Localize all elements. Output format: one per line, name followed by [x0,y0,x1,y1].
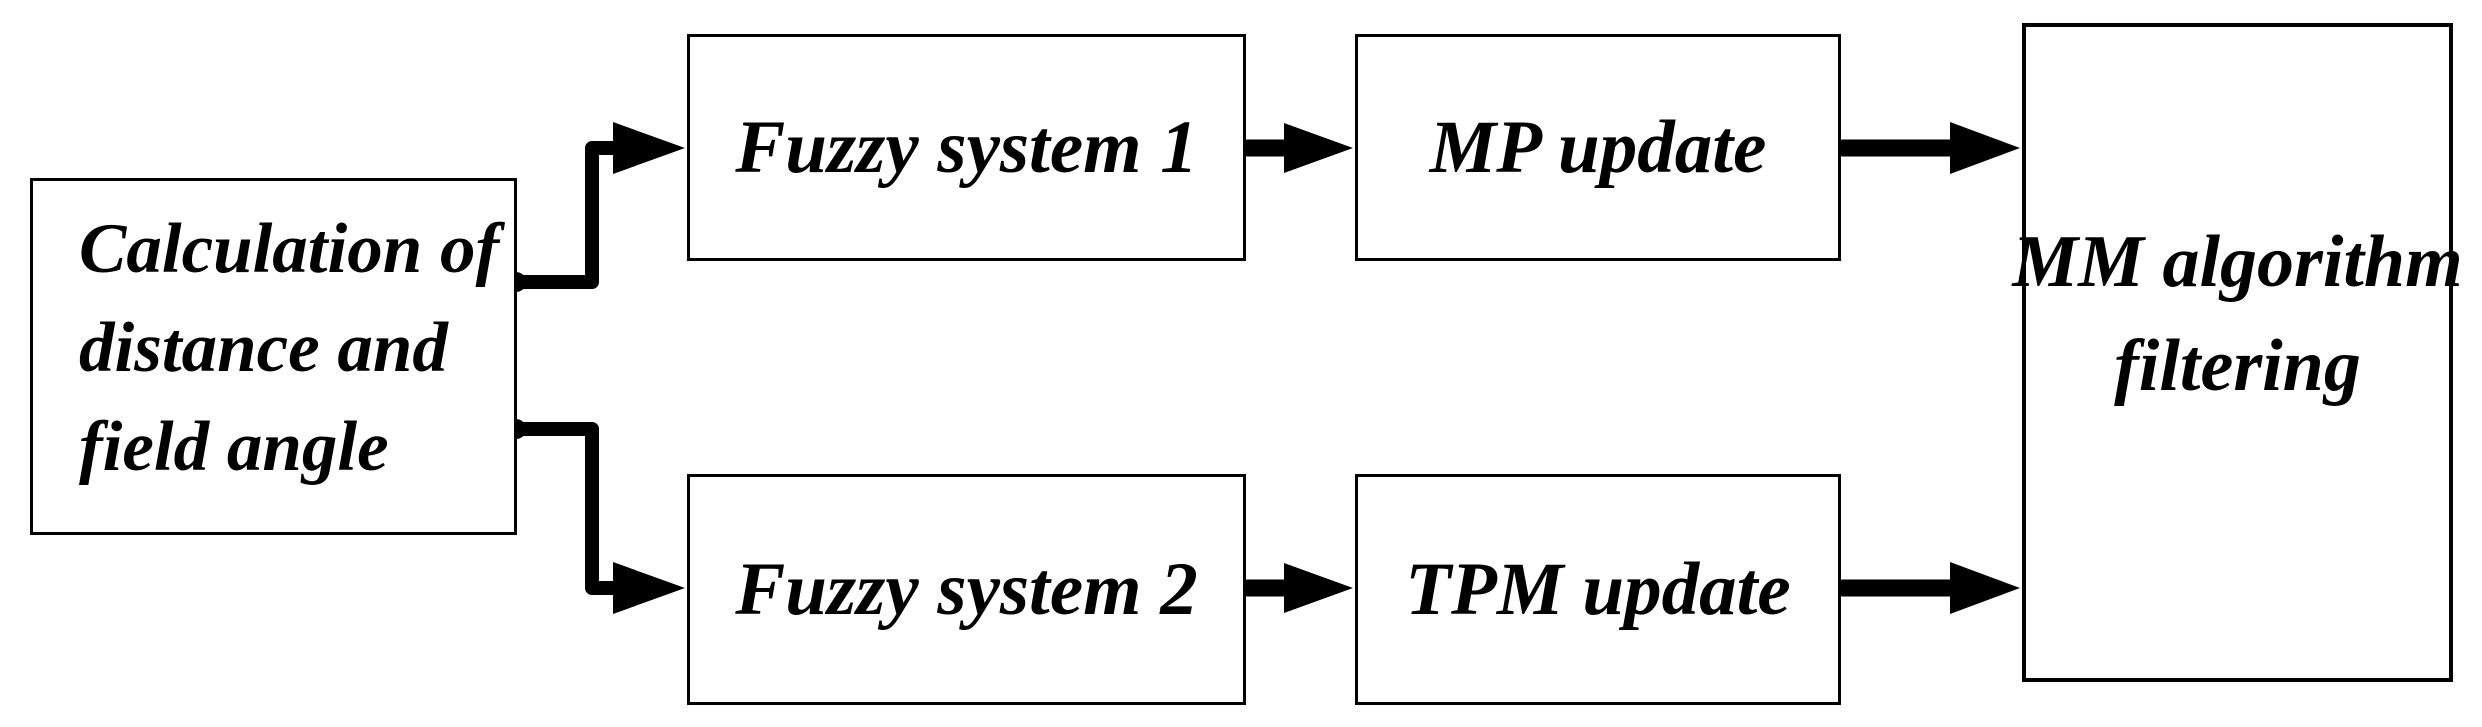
node-fuzzy-system-2: Fuzzy system 2 [687,474,1246,705]
node-label-line: MM algorithm [2012,220,2463,303]
arrow-mp-to-mm [1834,122,2020,174]
node-label: MP update [1429,105,1767,189]
arrowhead-icon [1950,562,2020,614]
arrow-calc-to-fuzzy2 [506,419,685,614]
node-label-line: Calculation of [79,210,500,288]
arrowhead-icon [1284,123,1353,173]
arrowhead-icon [613,562,685,614]
arrow-fuzzy1-to-mp [1239,123,1353,173]
arrowhead-icon [1284,563,1353,613]
arrow-tpm-to-mm [1834,562,2020,614]
arrowhead-icon [1950,122,2020,174]
arrow-calc-to-fuzzy1 [506,122,685,292]
node-mm-algorithm-filtering: MM algorithm filtering [2012,23,2463,682]
node-label: Fuzzy system 1 [735,105,1198,189]
node-label-line: distance and [79,309,448,387]
node-fuzzy-system-1: Fuzzy system 1 [687,34,1246,261]
node-label-line: field angle [79,408,389,486]
connector-line [509,141,623,289]
arrowhead-icon [613,122,685,174]
node-label: Fuzzy system 2 [735,547,1198,631]
node-calculation: Calculation of distance and field angle [30,178,517,535]
arrow-fuzzy2-to-tpm [1239,563,1353,613]
node-label-line: filtering [2114,324,2361,407]
connector-line [509,422,623,595]
node-tpm-update: TPM update [1355,474,1841,705]
node-mp-update: MP update [1355,34,1841,261]
node-label: TPM update [1405,547,1791,631]
